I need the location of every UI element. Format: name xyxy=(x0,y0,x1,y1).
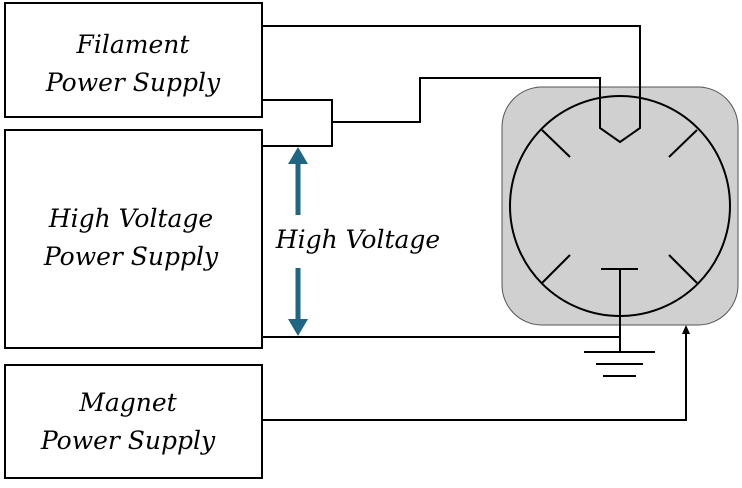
electrode xyxy=(668,129,698,158)
filament-wire-1 xyxy=(262,25,641,144)
arrow-up-head xyxy=(288,147,308,164)
high-voltage-label-1: High Voltage xyxy=(48,204,213,233)
magnet-label-2: Power Supply xyxy=(40,426,216,455)
magnet-power-supply-box xyxy=(4,364,263,479)
electrode xyxy=(668,254,698,284)
electrode xyxy=(541,254,571,284)
magnet-label-1: Magnet xyxy=(78,388,177,417)
filament-power-supply-box xyxy=(4,2,263,118)
high-voltage-label-2: Power Supply xyxy=(43,242,219,271)
magnet-arrowhead xyxy=(682,325,690,334)
high-voltage-power-supply-box xyxy=(4,129,263,349)
filament-label-1: Filament xyxy=(76,30,191,59)
filament-label-2: Power Supply xyxy=(45,68,221,97)
high-voltage-annotation: High Voltage xyxy=(275,225,440,254)
filament-wire-2 xyxy=(262,99,333,147)
magnet-wire xyxy=(262,332,687,421)
arrow-down-head xyxy=(288,319,308,336)
electrode xyxy=(541,129,571,158)
